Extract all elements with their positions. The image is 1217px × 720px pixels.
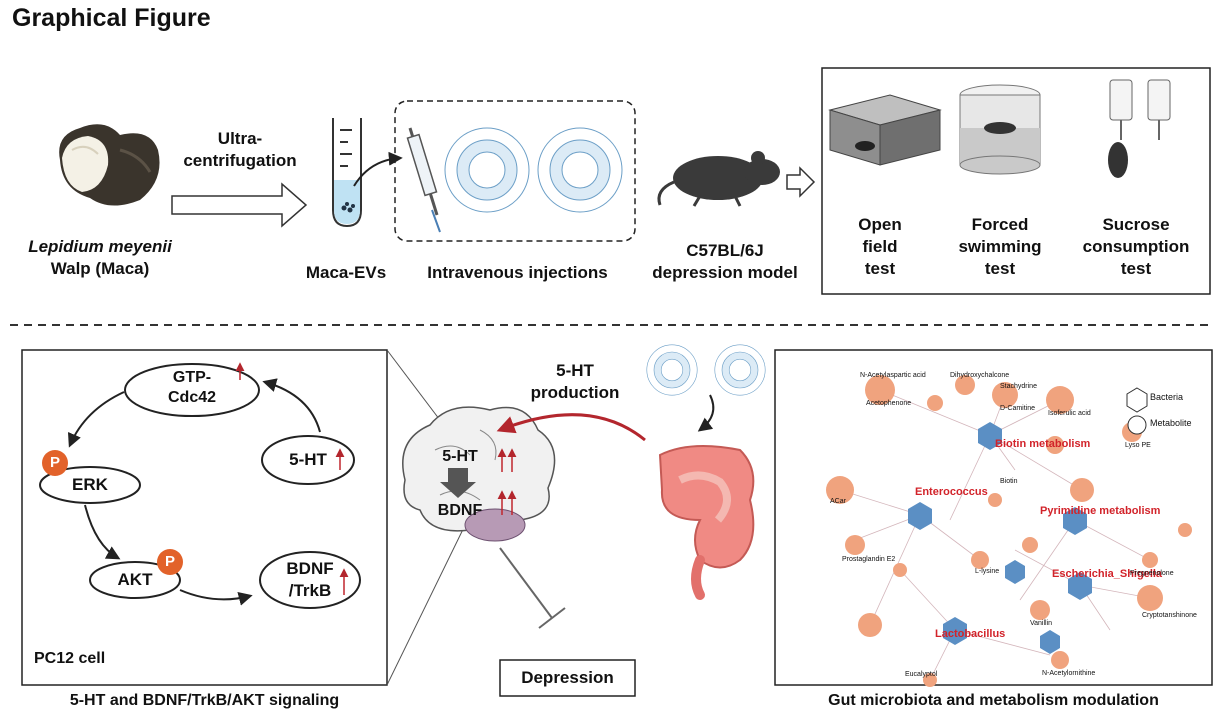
phospho-badge bbox=[42, 450, 68, 476]
metabolite-label: Biotin bbox=[1000, 478, 1018, 485]
ht-node bbox=[261, 435, 355, 485]
gtp-line1: GTP- bbox=[172, 369, 212, 386]
model-line1: C57BL/6J bbox=[686, 241, 764, 260]
erk-node bbox=[39, 466, 141, 504]
depression-box bbox=[499, 659, 636, 697]
metabolite-label: Vanillin bbox=[1030, 620, 1053, 627]
akt-label: AKT bbox=[117, 570, 153, 589]
test-line: Sucrose bbox=[1102, 215, 1170, 234]
bdnf-trkb-label: BDNF /TrkB bbox=[260, 558, 360, 602]
ultracentrifugation-label: Ultra- centrifugation bbox=[180, 128, 300, 172]
metabolite-nodes bbox=[826, 375, 1192, 687]
metabolite-label: N-Acetylaspartic acid bbox=[860, 372, 926, 379]
genus-label-enterococcus: Enterococcus bbox=[915, 486, 988, 498]
gtp-cdc42-node bbox=[124, 363, 260, 417]
gtp-cdc42-label: GTP- Cdc42 bbox=[140, 368, 244, 408]
brain-ht-label: 5-HT bbox=[442, 448, 478, 465]
network-legend bbox=[1126, 387, 1148, 435]
metabolite-label: Prostaglandin E2 bbox=[842, 556, 896, 563]
test-line: swimming bbox=[958, 237, 1042, 256]
intestine-illustration bbox=[658, 445, 755, 600]
ultracentrifugation-line1: Ultra- bbox=[217, 129, 263, 148]
test-tube-icon bbox=[332, 118, 403, 228]
metabolite-label: Stachydrine bbox=[1000, 383, 1037, 390]
vesicle-icon bbox=[714, 344, 766, 396]
maca-evs-label: Maca-EVs bbox=[305, 263, 387, 282]
test-line: test bbox=[984, 259, 1016, 278]
inhibition-line bbox=[499, 547, 553, 619]
injection-box bbox=[394, 100, 636, 242]
injection-label: Intravenous injections bbox=[427, 263, 608, 282]
phospho-label: P bbox=[164, 553, 175, 570]
ultracentrifugation-line2: centrifugation bbox=[183, 151, 297, 170]
gtp-line2: Cdc42 bbox=[167, 389, 217, 406]
production-arrow bbox=[496, 413, 646, 442]
metabolite-label: D-Camitine bbox=[1000, 405, 1036, 412]
maca-species: Lepidium meyenii bbox=[28, 237, 172, 256]
syringe-icon bbox=[406, 127, 441, 233]
test-line: Forced bbox=[971, 215, 1029, 234]
test-line: test bbox=[1120, 259, 1152, 278]
test-forced-swimming: Forced swimming test bbox=[942, 214, 1058, 280]
production-line2: production bbox=[530, 383, 620, 402]
brain-bdnf-label: BDNF bbox=[437, 502, 483, 519]
ht-label: 5-HT bbox=[289, 450, 327, 469]
production-label: 5-HT production bbox=[515, 360, 635, 404]
erk-label: ERK bbox=[72, 475, 108, 494]
model-label: C57BL/6J depression model bbox=[630, 240, 820, 284]
open-field-icon bbox=[828, 94, 942, 166]
metabolite-label: ACar bbox=[830, 498, 846, 505]
metabolite-label: Eucalyptol bbox=[905, 671, 938, 678]
pathway-caption: 5-HT and BDNF/TrkB/AKT signaling bbox=[69, 692, 340, 709]
pathway-label-pyrimidine: Pyrimidine metabolism bbox=[1040, 505, 1161, 517]
test-open-field: Open field test bbox=[822, 214, 938, 280]
metabolite-label: Isoferulic acid bbox=[1048, 410, 1091, 417]
vesicle-icon bbox=[444, 127, 530, 213]
metabolite-label: Lyso PE bbox=[1125, 442, 1151, 449]
metabolite-label: L-lysine bbox=[975, 568, 1000, 575]
depression-label: Depression bbox=[521, 668, 614, 687]
brain-illustration bbox=[402, 406, 556, 542]
legend-bacteria: Bacteria bbox=[1150, 392, 1184, 402]
maca-label: Lepidium meyenii Walp (Maca) bbox=[10, 236, 190, 280]
akt-node bbox=[89, 561, 181, 599]
inhibition-block bbox=[448, 468, 468, 482]
swimming-test-icon bbox=[959, 84, 1041, 175]
phospho-label: P bbox=[49, 454, 60, 471]
bacteria-nodes bbox=[908, 422, 1092, 654]
test-sucrose: Sucrose consumption test bbox=[1066, 214, 1206, 280]
model-line2: depression model bbox=[652, 263, 798, 282]
bdnf-line2: /TrkB bbox=[288, 581, 332, 600]
vesicle-icon bbox=[537, 127, 623, 213]
to-tests-arrow bbox=[786, 166, 816, 198]
network-caption: Gut microbiota and metabolism modulation bbox=[828, 692, 1159, 709]
test-line: test bbox=[864, 259, 896, 278]
metabolite-label: Acetophenone bbox=[866, 400, 912, 407]
metabolite-label: Cryptotanshinone bbox=[1142, 612, 1197, 619]
genus-label-escherichia: Escherichia_Shigella bbox=[1052, 568, 1163, 580]
legend-metabolite: Metabolite bbox=[1150, 418, 1192, 428]
test-line: consumption bbox=[1082, 237, 1190, 256]
sucrose-test-icon bbox=[1108, 79, 1171, 178]
bdnf-line1: BDNF bbox=[286, 559, 334, 578]
phospho-badge bbox=[157, 549, 183, 575]
mouse-icon bbox=[657, 151, 780, 207]
metabolite-label: N-Acetylornithine bbox=[1042, 670, 1096, 677]
production-line1: 5-HT bbox=[556, 361, 594, 380]
cell-label: PC12 cell bbox=[34, 650, 106, 667]
ultracentrifugation-arrow bbox=[171, 182, 308, 228]
bdnf-trkb-node bbox=[259, 551, 361, 609]
maca-common-name: Walp (Maca) bbox=[50, 259, 150, 278]
figure-title: Graphical Figure bbox=[12, 4, 211, 32]
test-line: field bbox=[862, 237, 898, 256]
maca-root-illustration bbox=[59, 124, 160, 206]
vesicle-icon bbox=[646, 344, 698, 396]
test-line: Open bbox=[858, 215, 902, 234]
genus-label-lactobacillus: Lactobacillus bbox=[935, 628, 1006, 640]
metabolite-label: Pregnenolone bbox=[1130, 570, 1174, 577]
metabolite-label: Dihydroxychalcone bbox=[950, 372, 1010, 379]
pathway-label-biotin: Biotin metabolism bbox=[995, 438, 1091, 450]
